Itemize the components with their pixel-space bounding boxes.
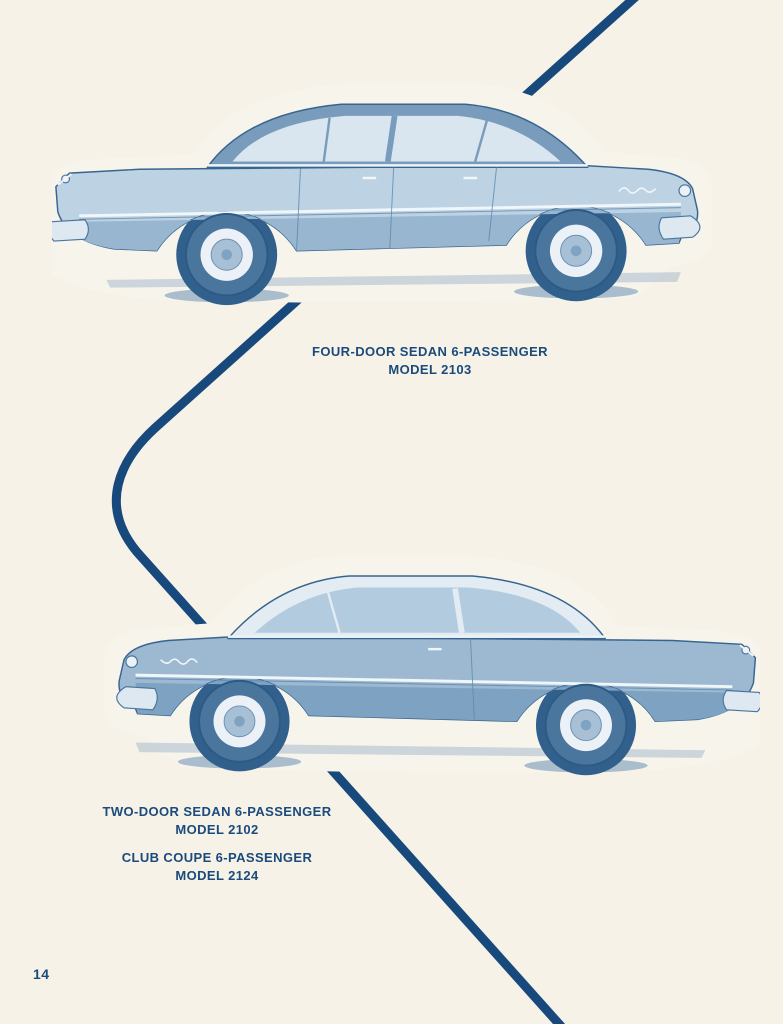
car-body [55,164,699,252]
headlight [678,184,692,198]
caption-two-door-sedan: TWO-DOOR SEDAN 6-PASSENGER MODEL 2102 [17,803,417,838]
front-bumper [116,686,158,711]
fender-script [618,187,657,194]
caption-line-2: MODEL 2124 [175,867,259,883]
two-door-sedan-illustration [104,554,760,776]
caption-line-2: MODEL 2103 [388,361,472,377]
side-trim [79,202,681,218]
front-bumper [658,215,701,240]
headlight [125,655,139,669]
caption-line-1: TWO-DOOR SEDAN 6-PASSENGER [102,804,332,819]
rear-wheel [184,212,269,297]
caption-club-coupe: CLUB COUPE 6-PASSENGER MODEL 2124 [17,849,417,884]
front-wheel [534,209,618,293]
caption-line-1: CLUB COUPE 6-PASSENGER [121,850,313,865]
car-body [118,635,757,723]
rear-bumper [52,219,89,242]
rear-bumper [722,689,760,713]
page-number: 14 [33,966,50,982]
rear-wheel [544,683,628,767]
front-wheel [198,679,281,763]
caption-line-2: MODEL 2102 [175,821,259,837]
fender-script [160,658,198,665]
four-door-sedan-illustration [52,82,712,306]
caption-four-door-sedan: FOUR-DOOR SEDAN 6-PASSENGER MODEL 2103 [230,343,630,378]
side-trim [135,673,733,689]
caption-line-1: FOUR-DOOR SEDAN 6-PASSENGER [312,344,548,359]
